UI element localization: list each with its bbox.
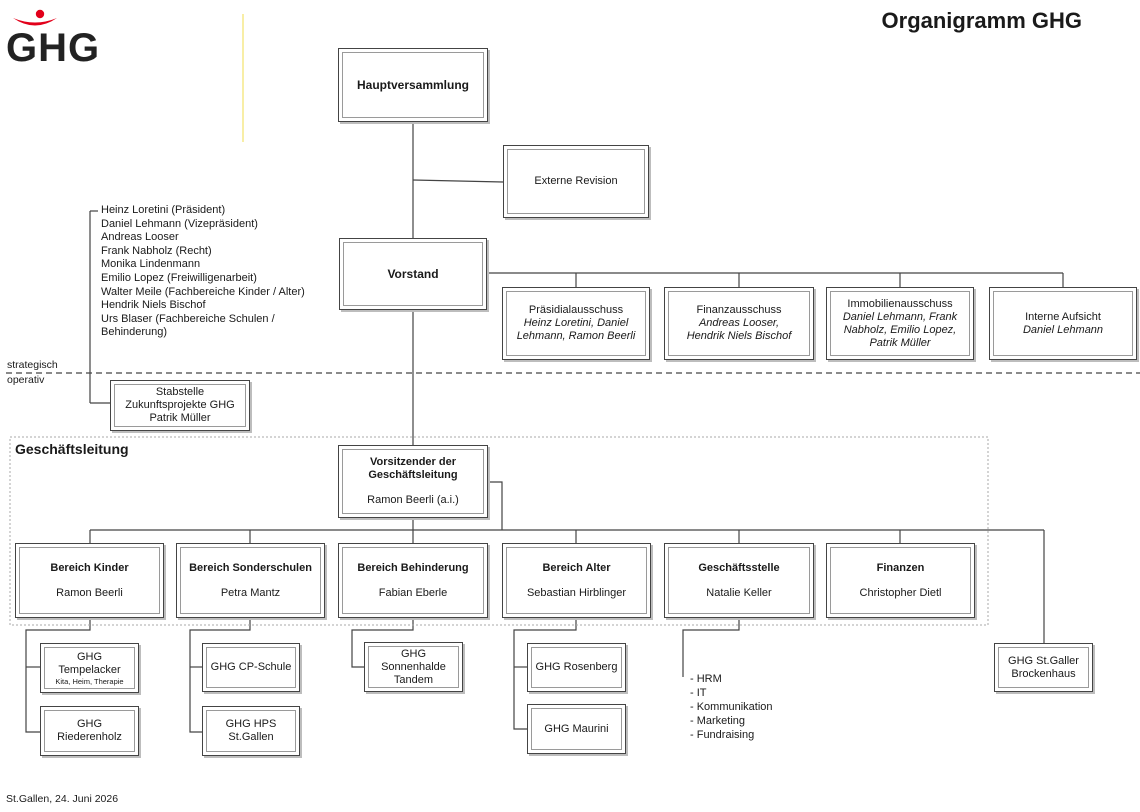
- unit-line: GHG CP-Schule: [210, 661, 292, 673]
- box-ghg-sonnenhalde: GHG Sonnenhalde Tandem: [364, 642, 463, 692]
- unit-line: GHG Maurini: [544, 722, 609, 735]
- vorstand-member: Urs Blaser (Fachbereiche Schulen /: [101, 312, 275, 325]
- bereich-name: Christopher Dietl: [859, 586, 942, 599]
- box-ghg-hps: GHG HPS St.Gallen: [202, 706, 300, 756]
- unit-line: GHG St.Galler: [1008, 654, 1079, 667]
- vorstand-members-list: Heinz Loretini (Präsident) Daniel Lehman…: [101, 204, 305, 340]
- vorstand-member: Frank Nabholz (Recht): [101, 244, 212, 257]
- vorstand-member: Monika Lindenmann: [101, 258, 201, 271]
- bereich-name: Petra Mantz: [220, 586, 281, 599]
- bereich-title: Bereich Behinderung: [357, 561, 469, 574]
- function-item: - Marketing: [690, 715, 746, 727]
- unit-line: GHG: [400, 647, 427, 660]
- box-ghg-rosenberg: GHG Rosenberg: [527, 643, 626, 692]
- box-bereich-sonderschulen: Bereich Sonderschulen Petra Mantz: [176, 543, 325, 618]
- box-vorstand: Vorstand: [339, 238, 487, 310]
- committee-name: Interne Aufsicht: [1025, 310, 1101, 323]
- chair-title-line: Vorsitzender der: [370, 456, 456, 468]
- box-hauptversammlung: Hauptversammlung: [338, 48, 488, 122]
- bereich-name: Ramon Beerli: [56, 586, 123, 599]
- function-item: - Fundraising: [690, 729, 755, 741]
- box-praesidialausschuss: Präsidialausschuss Heinz Loretini, Danie…: [502, 287, 650, 360]
- box-ghg-maurini: GHG Maurini: [527, 704, 626, 754]
- box-bereich-behinderung: Bereich Behinderung Fabian Eberle: [338, 543, 488, 618]
- unit-line: Tempelacker: [58, 663, 121, 676]
- vorstand-member: Behinderung): [101, 326, 168, 339]
- function-item: - IT: [690, 687, 707, 699]
- stabstelle-line: Patrik Müller: [149, 412, 211, 424]
- unit-subline: Kita, Heim, Therapie: [55, 676, 124, 686]
- chair-name: Ramon Beerli (a.i.): [367, 494, 459, 506]
- box-geschaeftsstelle: Geschäftsstelle Natalie Keller: [664, 543, 814, 618]
- box-finanzausschuss: Finanzausschuss Andreas Looser, Hendrik …: [664, 287, 814, 360]
- vorstand-member: Heinz Loretini (Präsident): [101, 204, 226, 216]
- externe-revision-label: Externe Revision: [534, 175, 618, 187]
- committee-member: Lehmann, Ramon Beerli: [516, 330, 636, 342]
- box-interne-aufsicht: Interne Aufsicht Daniel Lehmann: [989, 287, 1137, 360]
- unit-line: Riederenholz: [57, 731, 122, 743]
- box-ghg-riederenholz: GHG Riederenholz: [40, 706, 139, 756]
- logo-wordmark: GHG: [6, 26, 101, 70]
- unit-line: Tandem: [393, 673, 434, 686]
- bereich-title: Bereich Kinder: [50, 561, 129, 574]
- box-ghg-tempelacker: GHG Tempelacker Kita, Heim, Therapie: [40, 643, 139, 693]
- committee-member: Hendrik Niels Bischof: [686, 330, 792, 342]
- function-item: - HRM: [690, 673, 722, 685]
- box-finanzen: Finanzen Christopher Dietl: [826, 543, 975, 618]
- unit-line: St.Gallen: [228, 731, 274, 743]
- stabstelle-line: Zukunftsprojekte GHG: [125, 399, 235, 411]
- committee-member: Patrik Müller: [869, 336, 931, 349]
- label-strategisch: strategisch: [7, 359, 58, 371]
- unit-line: GHG HPS: [225, 718, 277, 730]
- unit-line: GHG: [76, 718, 103, 730]
- committee-member: Andreas Looser,: [698, 317, 780, 329]
- box-immobilienausschuss: Immobilienausschuss Daniel Lehmann, Fran…: [826, 287, 974, 360]
- page-title: Organigramm GHG: [881, 8, 1082, 33]
- unit-line: Brockenhaus: [1011, 667, 1076, 680]
- committee-name: Präsidialausschuss: [528, 304, 624, 316]
- bereich-title: Finanzen: [876, 561, 925, 574]
- vorstand-member: Andreas Looser: [101, 231, 179, 244]
- ghg-logo: GHG: [6, 6, 106, 70]
- unit-line: Sonnenhalde: [381, 660, 446, 673]
- unit-line: GHG Rosenberg: [535, 661, 618, 673]
- bereich-name: Natalie Keller: [706, 586, 772, 599]
- label-operativ: operativ: [7, 374, 45, 386]
- committee-member: Nabholz, Emilio Lopez,: [843, 323, 957, 336]
- geschaeftsleitung-label: Geschäftsleitung: [15, 441, 129, 457]
- bereich-title: Bereich Alter: [542, 561, 611, 574]
- bereich-title: Bereich Sonderschulen: [189, 561, 312, 574]
- committee-name: Immobilienausschuss: [847, 297, 953, 310]
- box-bereich-kinder: Bereich Kinder Ramon Beerli: [15, 543, 164, 618]
- stabstelle-line: Stabstelle: [155, 386, 205, 398]
- box-ghg-brockenhaus: GHG St.Galler Brockenhaus: [994, 643, 1093, 692]
- function-item: - Kommunikation: [690, 701, 773, 713]
- box-stabstelle: Stabstelle Zukunftsprojekte GHG Patrik M…: [110, 380, 250, 431]
- committee-name: Finanzausschuss: [696, 304, 782, 316]
- vorstand-member: Emilio Lopez (Freiwilligenarbeit): [101, 271, 257, 284]
- committee-member: Daniel Lehmann: [1022, 323, 1104, 336]
- chair-title-line: Geschäftsleitung: [368, 469, 458, 481]
- bereich-name: Sebastian Hirblinger: [526, 586, 627, 599]
- vorstand-member: Daniel Lehmann (Vizepräsident): [101, 217, 258, 230]
- vorstand-label: Vorstand: [387, 267, 439, 281]
- bereich-title: Geschäftsstelle: [698, 561, 780, 574]
- ghg-logo-icon: [13, 9, 57, 26]
- committee-member: Heinz Loretini, Daniel: [523, 317, 629, 329]
- hauptversammlung-label: Hauptversammlung: [356, 78, 470, 92]
- vorstand-member: Hendrik Niels Bischof: [101, 299, 206, 312]
- bereich-name: Fabian Eberle: [378, 586, 448, 599]
- box-vorsitzender: Vorsitzender der Geschäftsleitung Ramon …: [338, 445, 488, 518]
- box-ghg-cp-schule: GHG CP-Schule: [202, 643, 300, 692]
- box-bereich-alter: Bereich Alter Sebastian Hirblinger: [502, 543, 651, 618]
- box-externe-revision: Externe Revision: [503, 145, 649, 218]
- footer-date: St.Gallen, 24. Juni 2026: [6, 793, 119, 805]
- committee-member: Daniel Lehmann, Frank: [842, 310, 958, 323]
- unit-line: GHG: [76, 650, 103, 663]
- vorstand-member: Walter Meile (Fachbereiche Kinder / Alte…: [101, 285, 305, 298]
- geschaeftsstelle-function-list: - HRM - IT - Kommunikation - Marketing -…: [690, 672, 773, 742]
